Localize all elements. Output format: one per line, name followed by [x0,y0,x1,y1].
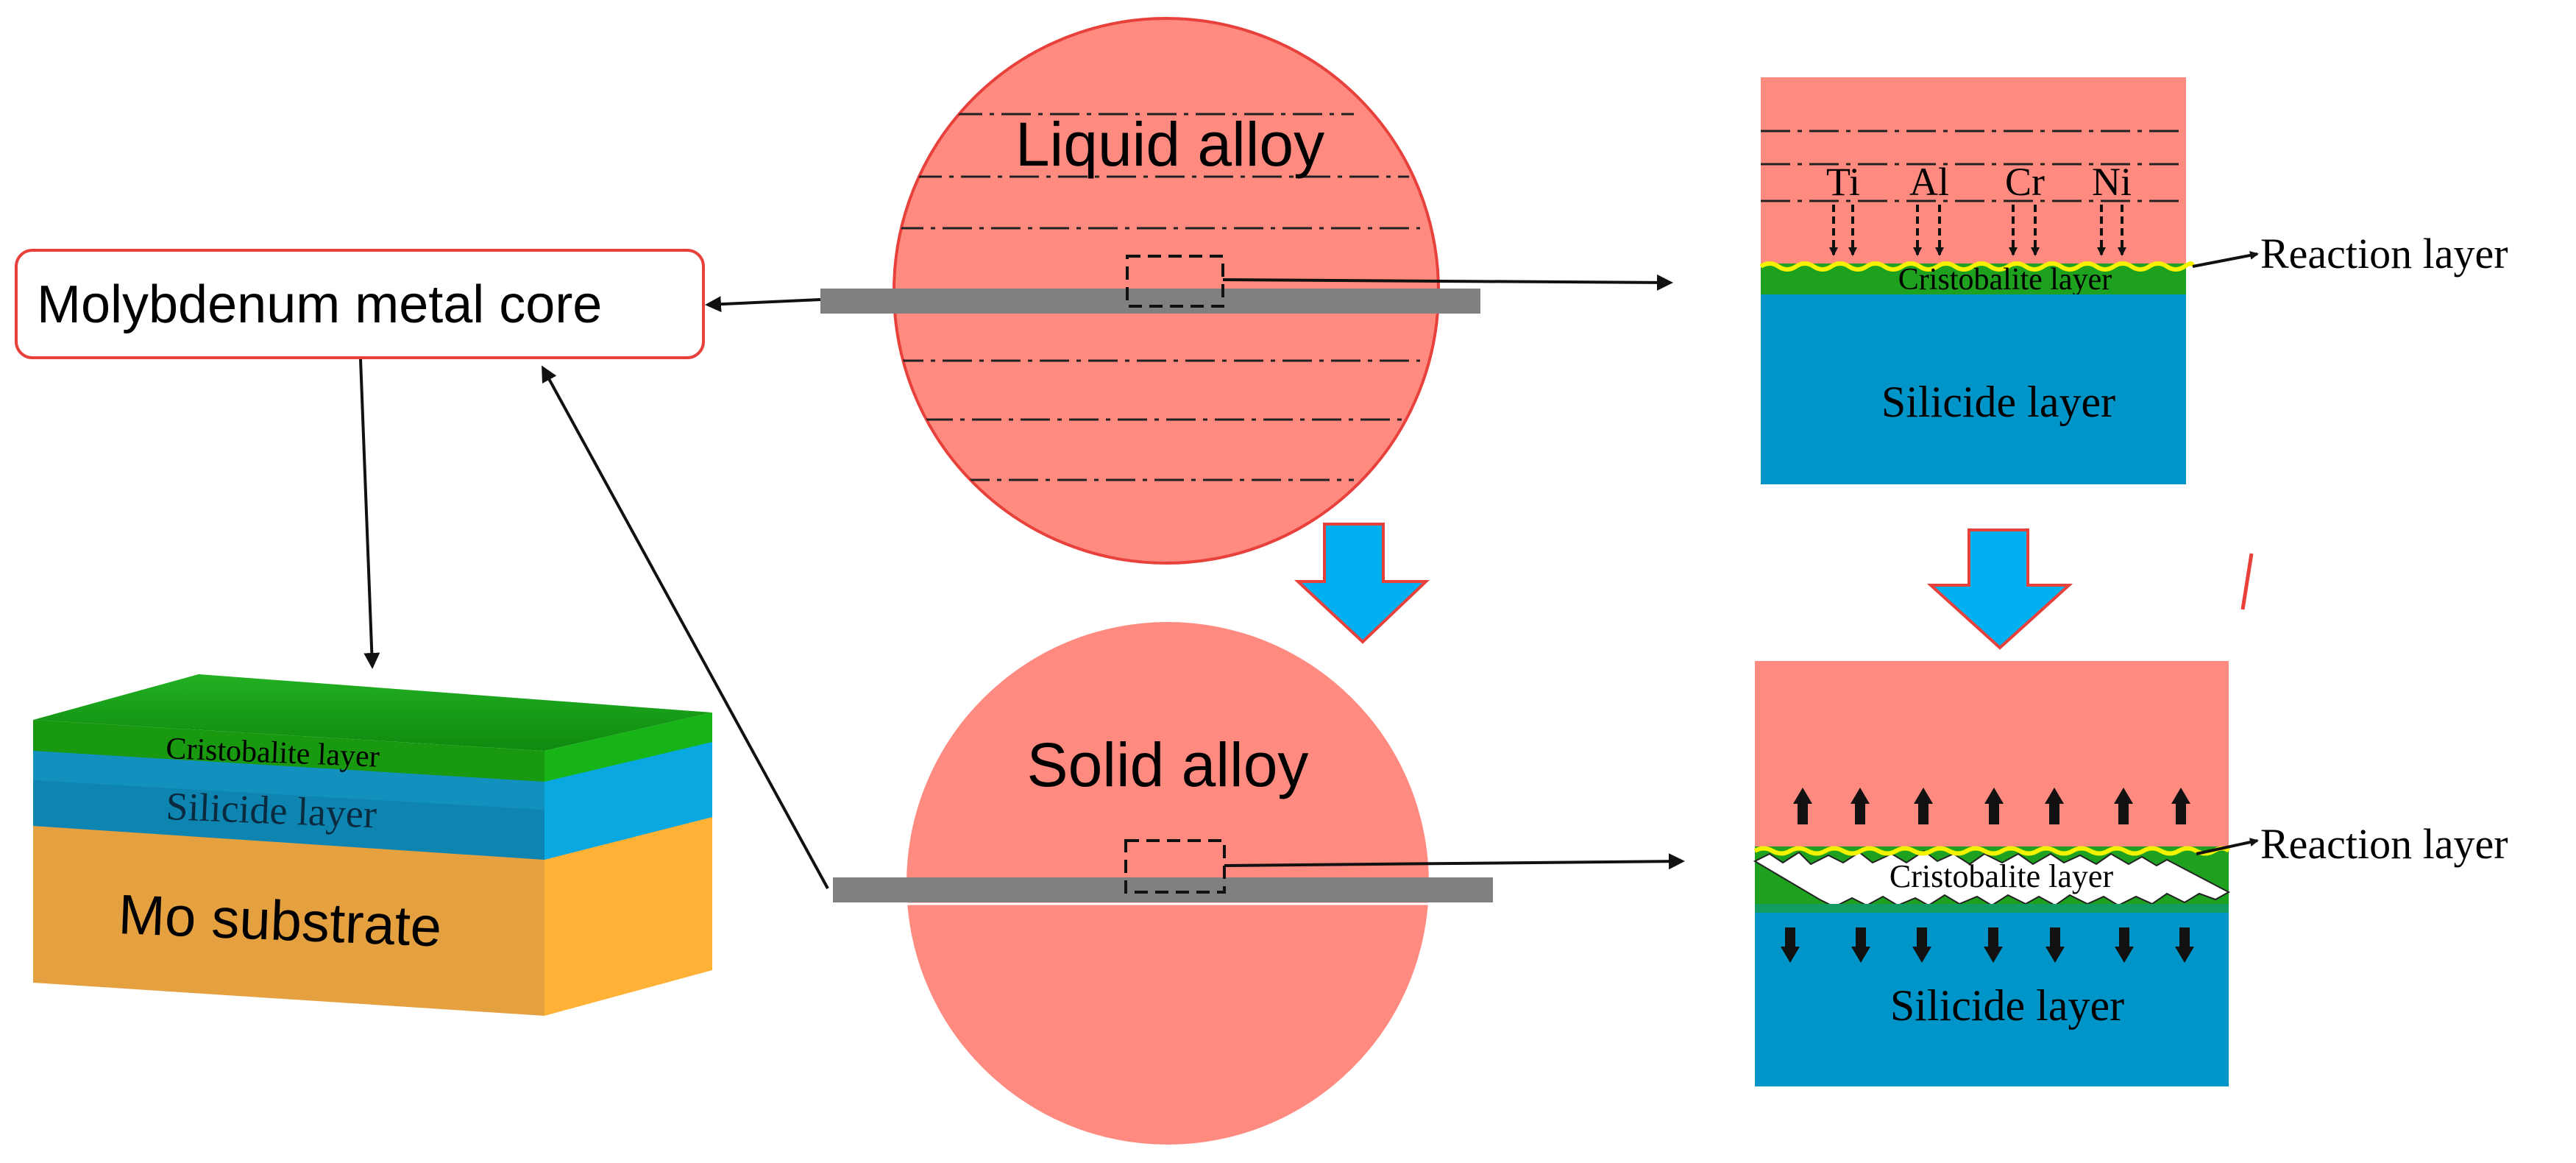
up-arrow [1914,788,1933,824]
upper-reaction-layer [1759,261,2195,272]
up-arrow [1793,788,1812,824]
rod-to-core-arrow [705,296,821,313]
stray-mark [2240,553,2254,610]
liquid-to-solid-arrow [1294,523,1430,644]
up-arrow [2114,788,2133,824]
liquid-zoom-arrow [1222,274,1673,291]
upper-silicide-label: Silicide layer [1881,378,2115,426]
up-arrow [2171,788,2190,824]
down-arrow [2045,927,2065,963]
up-arrow [2045,788,2064,824]
solid-rod-to-core-arrow [542,365,829,889]
upper-reaction-label: Reaction layer [2260,230,2508,278]
panel-transition-arrow [1926,529,2073,650]
upper-cristobalite-label: Cristobalite layer [1898,263,2112,297]
down-arrow [1851,927,1870,963]
lower-reaction-pointer [2196,838,2259,855]
solid-zoom-box [1124,839,1226,894]
element-ni-label: Ni [2092,160,2132,204]
solid-alloy-label: Solid alloy [1027,730,1309,799]
upper-interface-panel: Ti Al Cr Ni Cristobalite layer Silicide … [1759,77,2195,484]
up-arrow [1851,788,1870,824]
substrate-mo-label: Mo substrate [117,883,442,959]
upper-reaction-pointer [2192,251,2259,268]
upper-silicide-band [1761,294,2186,484]
molybdenum-core-box: Molybdenum metal core [15,249,705,359]
molybdenum-core-label: Molybdenum metal core [37,275,602,334]
element-ti-label: Ti [1826,160,1860,204]
lower-interface-panel: Cristobalite layer Silicide layer [1753,661,2231,1086]
liquid-alloy-label: Liquid alloy [1015,110,1324,179]
lower-crack-region [1753,849,2231,908]
down-arrow [1781,927,1800,963]
lower-reaction-layer [1753,846,2230,856]
down-arrow [1984,927,2003,963]
element-cr-label: Cr [2005,160,2045,204]
cristobalite-top [33,674,712,751]
lower-reaction-label: Reaction layer [2260,820,2508,868]
core-to-substrate-arrow [359,358,380,669]
cristobalite-front [33,720,544,782]
down-arrow [2175,927,2194,963]
lower-silicide-label: Silicide layer [1890,981,2124,1030]
up-arrow [1984,788,2004,824]
silicide-front-dark [33,780,544,860]
mo-substrate-side [544,810,712,1016]
down-arrow [2115,927,2134,963]
solid-zoom-arrow [1224,853,1685,870]
lower-cristobalite-label: Cristobalite layer [1890,858,2114,894]
substrate-silicide-label: Silicide layer [166,784,378,836]
solid-rod [833,877,1493,902]
mo-substrate-front [33,817,544,1016]
down-arrow [1912,927,1931,963]
liquid-rod [820,289,1480,314]
substrate-block: Cristobalite layer Silicide layer Mo sub… [33,674,712,1016]
cristobalite-side [544,713,712,782]
element-al-label: Al [1909,160,1949,204]
liquid-zoom-box [1126,255,1224,308]
